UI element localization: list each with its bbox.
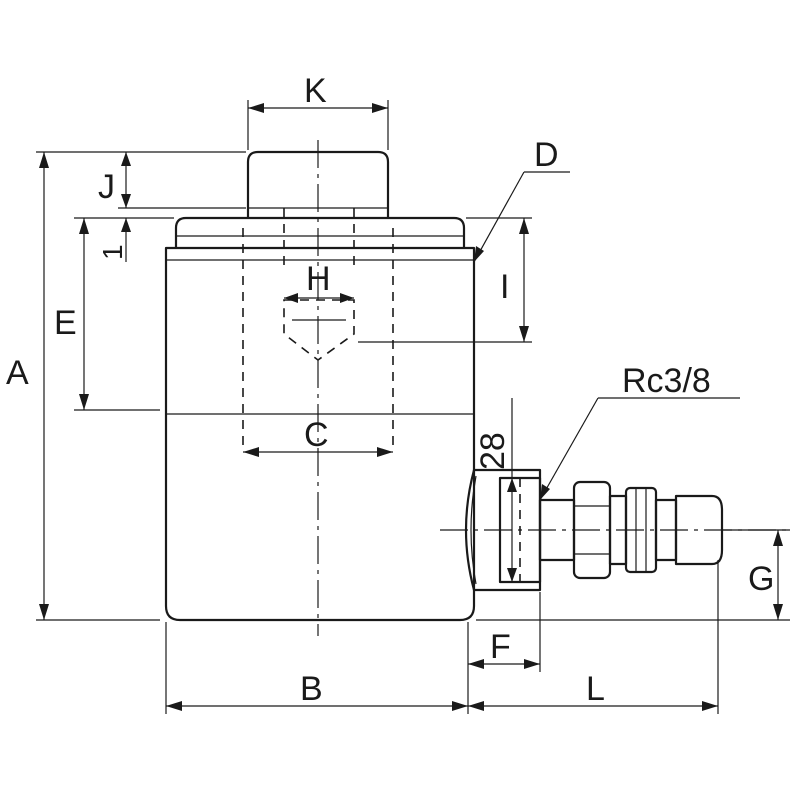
- label-H: H: [306, 260, 331, 298]
- dim-28: [507, 398, 517, 582]
- body-collar: [174, 216, 466, 248]
- coupler-tip: [674, 494, 724, 566]
- label-E: E: [54, 304, 77, 342]
- dim-B-L: [165, 560, 719, 714]
- dim-C: [243, 447, 393, 457]
- label-D: D: [534, 136, 559, 174]
- threaded-hole: [283, 299, 355, 361]
- label-port: Rc3/8: [622, 362, 711, 400]
- dim-A: [36, 151, 246, 621]
- dim-Rc: [539, 397, 740, 501]
- dim-G: [476, 529, 790, 621]
- dim-E: [74, 217, 174, 411]
- dim-F: [468, 592, 541, 672]
- label-K: K: [304, 72, 327, 110]
- label-I: I: [500, 268, 509, 306]
- label-A: A: [6, 354, 29, 392]
- cylinder-body: [164, 150, 476, 622]
- hidden-lines: [242, 208, 394, 452]
- label-B: B: [300, 670, 323, 708]
- label-L: L: [586, 670, 605, 708]
- label-C: C: [304, 416, 329, 454]
- label-G: G: [748, 560, 774, 598]
- label-J: J: [98, 168, 115, 206]
- label-28: 28: [474, 432, 512, 470]
- dim-H: [284, 293, 354, 303]
- label-F: F: [490, 628, 511, 666]
- label-1: 1: [97, 244, 128, 260]
- dim-J: [118, 152, 246, 209]
- dim-D: [473, 171, 570, 263]
- main-cylinder: [164, 246, 476, 622]
- dim-I: [358, 217, 532, 343]
- port-boss: [464, 468, 542, 592]
- dim-K: [247, 100, 389, 150]
